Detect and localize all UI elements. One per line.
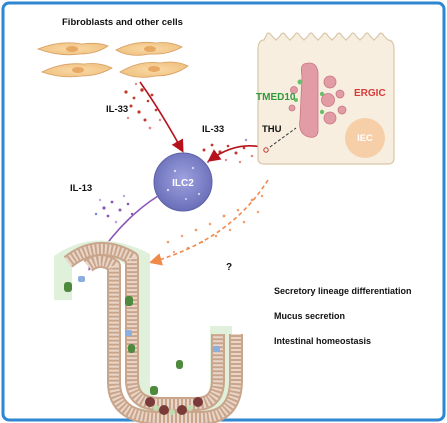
il33-left-particles [124,82,162,130]
fibroblasts-label: Fibroblasts and other cells [62,17,183,28]
fibroblast-cell-icon [119,61,189,78]
outcome-mucus-secretion: Mucus secretion [274,311,345,321]
tissue-band [54,240,232,418]
il13-particles [94,194,134,224]
er-organelle [288,62,347,138]
iec-nucleus [345,118,385,158]
intestinal-villus-icon [54,240,243,423]
ilc2-label: ILC2 [172,178,194,189]
thu-marker [263,147,269,153]
il33-left-arrow [139,81,184,153]
fibroblast-cells [36,41,189,78]
tmed10-marker [294,79,325,115]
thu-label: THU [262,124,282,135]
ilc2-cell-icon [153,152,213,212]
outcome-intestinal-homeostasis: Intestinal homeostasis [274,336,371,346]
il33-right-label: IL-33 [202,124,224,135]
tmed10-label: TMED10 [256,92,296,103]
outcome-secretory-differentiation: Secretory lineage differentiation [274,286,412,296]
thu-arrow [269,127,297,148]
fibroblast-cell-icon [36,42,109,56]
question-label: ? [226,262,232,273]
ergic-label: ERGIC [354,88,386,99]
iec-label: IEC [357,133,373,144]
fibroblast-cell-icon [40,63,113,78]
unknown-signal-arrow [148,179,269,266]
fibroblast-cell-icon [115,41,183,56]
il13-label: IL-13 [70,183,92,194]
il33-left-label: IL-33 [106,104,128,115]
